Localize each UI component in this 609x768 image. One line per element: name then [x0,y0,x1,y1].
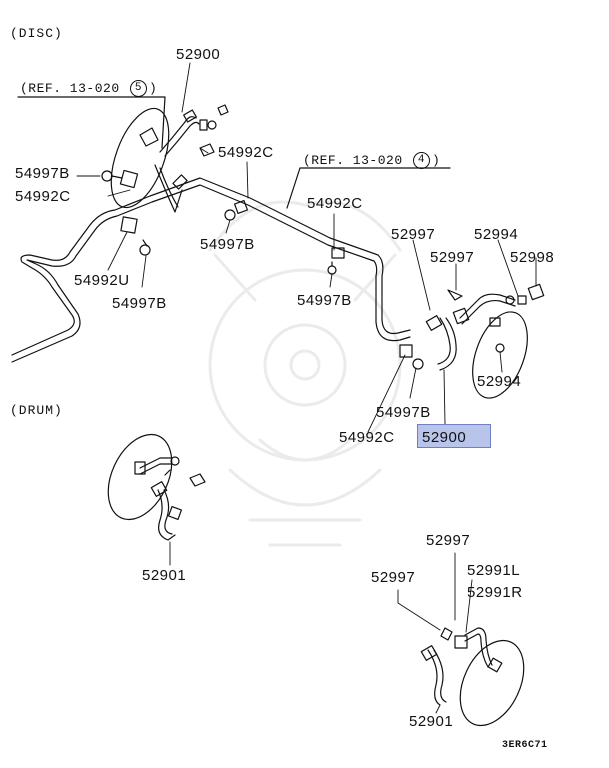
diagram-code: 3ER6C71 [502,740,548,751]
part-label-52994-bottom[interactable]: 52994 [477,373,522,390]
part-label-52997-b[interactable]: 52997 [430,249,475,266]
part-label-54992c-left[interactable]: 54992C [15,188,71,205]
part-label-54992c-a[interactable]: 54992C [218,144,274,161]
drum-right-hose [420,627,503,706]
part-label-54997b-mid[interactable]: 54997B [200,236,255,253]
ref-13-020-4[interactable]: (REF. 13-020 4) [303,152,440,169]
part-label-54992u[interactable]: 54992U [74,272,130,289]
part-label-54997b-right[interactable]: 54997B [376,404,431,421]
ref-right-leader [286,167,451,209]
bolt-left [101,169,139,189]
part-label-52901-right[interactable]: 52901 [409,713,454,730]
ref-right-number: 4 [412,152,430,169]
part-label-54997b-left[interactable]: 54997B [15,165,70,182]
drum-left-ellipse [107,433,173,521]
highlighted-part-52900[interactable]: 52900 [417,424,491,448]
part-label-54992c-mid[interactable]: 54992C [307,195,363,212]
drum-leaders [397,552,473,714]
part-label-52994-top[interactable]: 52994 [474,226,519,243]
part-label-54997b-lower[interactable]: 54997B [112,295,167,312]
part-label-54992c-right[interactable]: 54992C [339,429,395,446]
ref-left-close: ) [148,80,158,96]
right-disc-ellipse [472,311,528,399]
part-label-52998[interactable]: 52998 [510,249,555,266]
part-label-52991l[interactable]: 52991L [467,562,521,579]
ref-13-020-5[interactable]: (REF. 13-020 5) [20,80,157,97]
part-label-52997-c[interactable]: 52997 [426,532,471,549]
left-brake-hose [154,109,200,213]
section-drum-heading: (DRUM) [10,403,63,418]
part-label-52901-left[interactable]: 52901 [142,567,187,584]
ref-left-leader [17,96,166,149]
ref-left-text: (REF. 13-020 [20,80,120,96]
part-label-52997-a[interactable]: 52997 [391,226,436,243]
clip-right [399,344,424,370]
disc-leaders [76,62,537,433]
highlighted-part-label: 52900 [422,429,467,446]
ref-left-number: 5 [129,80,147,97]
main-brake-pipe [11,177,411,363]
clip-center [327,247,345,275]
part-label-52997-d[interactable]: 52997 [371,569,416,586]
clip-54992u [120,216,151,256]
ref-right-text: (REF. 13-020 [303,152,403,168]
section-disc-heading: (DISC) [10,26,63,41]
top-fittings [139,104,229,157]
ref-right-close: ) [431,152,441,168]
part-label-52900-top[interactable]: 52900 [176,46,221,63]
right-brake-hose [425,283,545,371]
drum-left-hose [134,456,206,541]
watermark-emblem [208,200,402,547]
drum-right-ellipse [459,639,525,727]
part-label-52991r[interactable]: 52991R [467,584,523,601]
part-label-54997b-center[interactable]: 54997B [297,292,352,309]
